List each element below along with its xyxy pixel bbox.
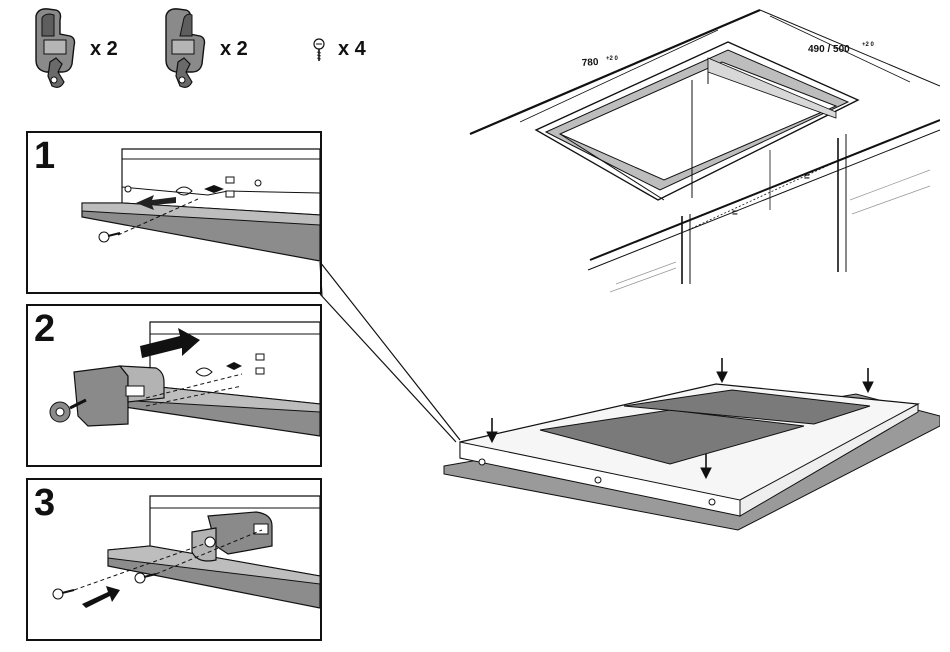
- cutout-width-label: 780: [581, 57, 599, 69]
- hob-diagram: [440, 350, 940, 540]
- bracket-2-quantity: x 2: [220, 38, 248, 61]
- step-1-illustration: [28, 133, 320, 292]
- bracket-part-1: [26, 6, 82, 92]
- cutout-width-tolerance: +2 0: [606, 56, 619, 62]
- step-3-panel: 3: [26, 478, 322, 641]
- cutout-diagram: 780 +2 0 490 / 500 +2 0 = =: [460, 0, 940, 300]
- bracket-part-2: [156, 6, 212, 92]
- step-1-number: 1: [34, 137, 55, 175]
- mounting-bracket-icon: [26, 6, 82, 92]
- equal-mark-right: =: [804, 172, 810, 183]
- bracket-1-quantity: x 2: [90, 38, 118, 61]
- screw-part: [310, 38, 328, 64]
- equal-mark-left: =: [732, 208, 738, 219]
- screw-icon: [310, 38, 328, 64]
- step-2-number: 2: [34, 310, 55, 348]
- step-2-illustration: [28, 306, 320, 465]
- step-3-illustration: [28, 480, 320, 639]
- cutout-depth-label: 490 / 500: [808, 44, 850, 55]
- cutout-depth-tolerance: +2 0: [862, 42, 875, 48]
- mounting-bracket-icon: [156, 6, 212, 92]
- step-1-panel: 1: [26, 131, 322, 294]
- screw-quantity: x 4: [338, 38, 366, 61]
- step-3-number: 3: [34, 484, 55, 522]
- step-2-panel: 2: [26, 304, 322, 467]
